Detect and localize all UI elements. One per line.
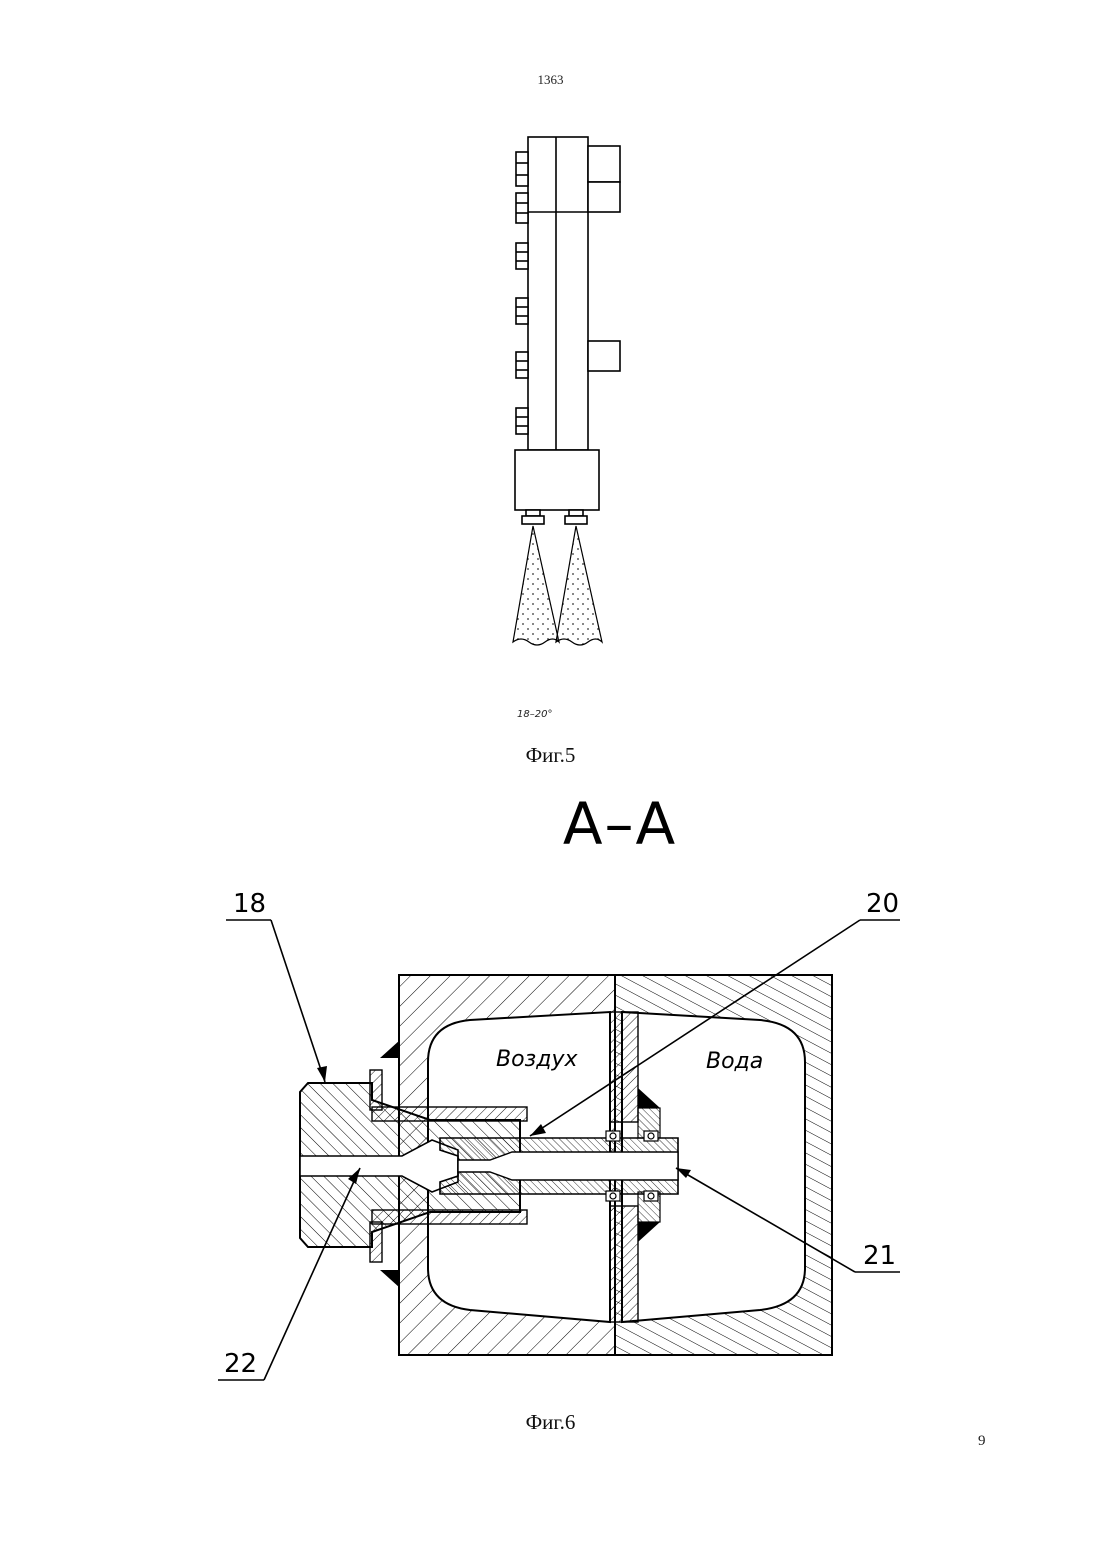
page-number: 9 [978, 1433, 986, 1450]
callout-22: 22 [224, 1349, 257, 1379]
callout-21: 21 [863, 1241, 896, 1271]
water-chamber-label: Вода [706, 1049, 763, 1074]
figure-6-caption: Фиг.6 [0, 1410, 1101, 1435]
callout-20: 20 [866, 889, 899, 919]
air-chamber-label: Воздух [496, 1047, 578, 1072]
callout-18: 18 [233, 889, 266, 919]
